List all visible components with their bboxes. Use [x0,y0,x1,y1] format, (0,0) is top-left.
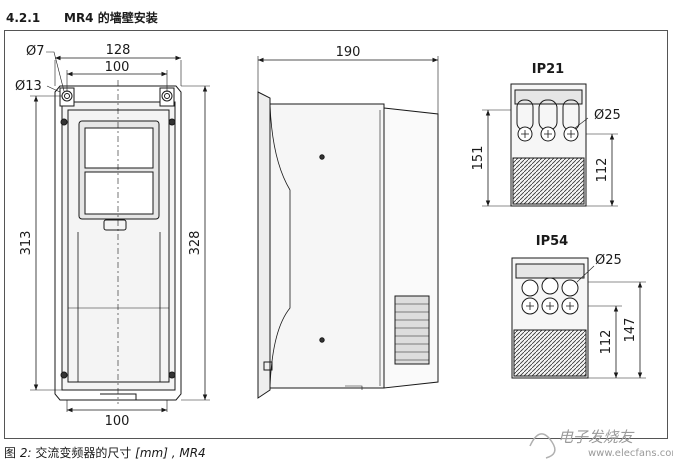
dim-height-total: 328 [188,231,203,256]
section-number: 4.2.1 [6,11,41,25]
caption-text: 交流变频器的尺寸 [35,446,136,460]
fan-grill [394,295,430,365]
ip21-height-gland: 112 [595,158,610,183]
ip21-height-total: 151 [471,146,486,171]
dim-depth: 190 [336,45,361,60]
front-view [30,51,210,413]
heatsink-fins [512,157,585,205]
ip54-height-total: 147 [623,318,638,343]
ip54-label: IP54 [536,234,568,249]
ip54-gland-dim: Ø25 [595,253,622,268]
cable-gland-icon [541,277,559,295]
dim-width-outer: 128 [106,43,131,58]
ip21-label: IP21 [532,62,564,77]
section-title: MR4 的墙壁安装 [64,11,158,25]
screw-icon [60,118,68,126]
top-mounting-hole-left [59,87,75,107]
dim-hole-large: Ø13 [15,79,42,94]
cable-gland-icon [561,279,579,297]
cable-gland-icon [521,279,539,297]
watermark-text: 电子发烧友 [558,428,635,446]
ip21-gland-dim: Ø25 [594,108,621,123]
ip54-height-gland: 112 [599,330,614,355]
watermark-url: www.elecfans.com [588,448,673,459]
heatsink-fins [513,329,587,377]
section-heading: 4.2.1 MR4 的墙壁安装 [6,9,158,26]
mounting-plate [54,85,182,401]
screw-icon [168,118,176,126]
caption-suffix: , MR4 [167,446,206,460]
side-mounting-flange [257,91,271,399]
dim-height-holes: 313 [19,231,34,256]
side-view [257,56,439,399]
screw-icon [60,371,68,379]
watermark-logo: 电子发烧友 www.elecfans.com [529,428,673,459]
screw-icon [168,371,176,379]
caption-unit: [mm] [135,446,168,460]
figure-caption: 图 2: 交流变频器的尺寸 [mm] , MR4 [4,444,206,461]
figure-frame [4,30,668,439]
screw-icon [319,337,325,343]
caption-label: 2: [19,446,36,460]
dim-width-hole-top: 100 [105,60,130,75]
keypad-latch [103,219,127,231]
dim-hole-small: Ø7 [26,44,45,59]
caption-prefix: 图 [4,446,20,460]
ip54-bottom-view [511,257,646,379]
screw-icon [319,154,325,160]
ip21-bottom-view [482,83,618,207]
drive-body-side [269,103,385,389]
dim-width-hole-bottom: 100 [105,414,130,429]
